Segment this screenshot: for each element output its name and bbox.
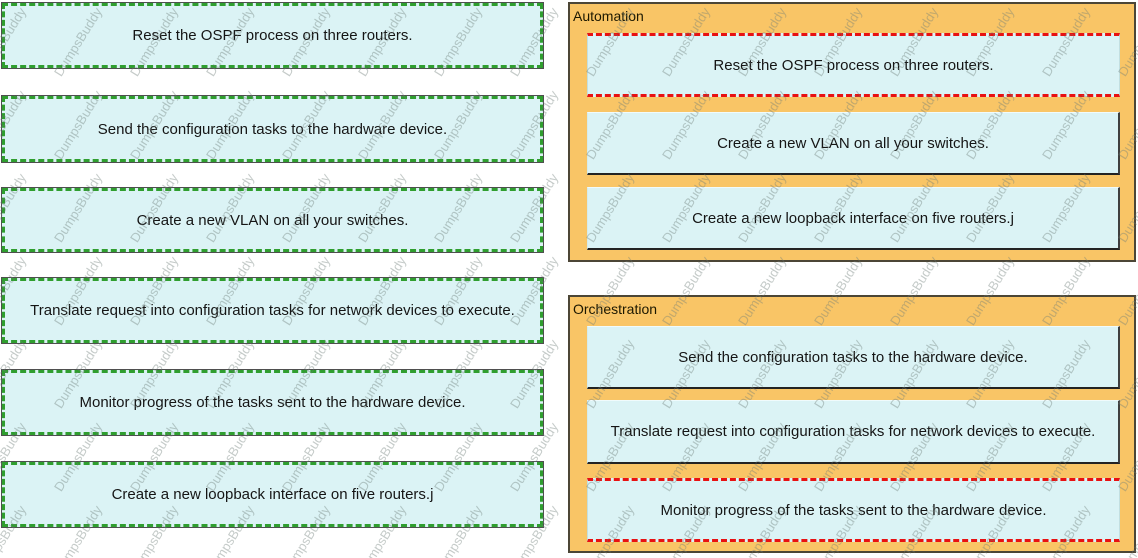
drag-item-label: Send the configuration tasks to the hard… — [97, 120, 448, 138]
dropped-item-label: Send the configuration tasks to the hard… — [678, 348, 1028, 366]
dropped-item-send-config-tasks[interactable]: Send the configuration tasks to the hard… — [587, 326, 1120, 389]
drag-item-label: Monitor progress of the tasks sent to th… — [79, 394, 466, 411]
dropped-item-create-loopback[interactable]: Create a new loopback interface on five … — [587, 187, 1120, 250]
dropped-item-create-vlan[interactable]: Create a new VLAN on all your switches. — [587, 112, 1120, 175]
drop-zone-title: Orchestration — [573, 301, 658, 317]
dropped-item-label: Create a new loopback interface on five … — [692, 209, 1014, 227]
drag-item-create-loopback[interactable]: Create a new loopback interface on five … — [2, 462, 543, 527]
drag-item-translate-request[interactable]: Translate request into configuration tas… — [2, 278, 543, 343]
dropped-item-reset-ospf[interactable]: Reset the OSPF process on three routers. — [587, 33, 1120, 97]
drag-item-label: Create a new VLAN on all your switches. — [136, 211, 409, 229]
dropped-item-label: Reset the OSPF process on three routers. — [713, 56, 994, 74]
dropped-item-monitor-progress[interactable]: Monitor progress of the tasks sent to th… — [587, 478, 1120, 542]
drop-zone-automation[interactable]: Automation Reset the OSPF process on thr… — [568, 2, 1136, 262]
dropped-item-label: Monitor progress of the tasks sent to th… — [660, 501, 1047, 519]
drop-zone-title: Automation — [573, 8, 644, 24]
dropped-item-label: Create a new VLAN on all your switches. — [717, 134, 989, 152]
drag-item-create-vlan[interactable]: Create a new VLAN on all your switches. — [2, 188, 543, 252]
drag-item-label: Create a new loopback interface on five … — [111, 486, 434, 503]
dropped-item-label: Translate request into configuration tas… — [610, 423, 1096, 440]
drop-zone-orchestration[interactable]: Orchestration Send the configuration tas… — [568, 295, 1136, 553]
drag-item-send-config-tasks[interactable]: Send the configuration tasks to the hard… — [2, 96, 543, 162]
drag-item-label: Reset the OSPF process on three routers. — [132, 27, 413, 44]
drag-item-monitor-progress[interactable]: Monitor progress of the tasks sent to th… — [2, 370, 543, 435]
dropped-item-translate-request[interactable]: Translate request into configuration tas… — [587, 400, 1120, 464]
drag-item-reset-ospf[interactable]: Reset the OSPF process on three routers. — [2, 3, 543, 68]
drag-item-label: Translate request into configuration tas… — [30, 302, 515, 319]
